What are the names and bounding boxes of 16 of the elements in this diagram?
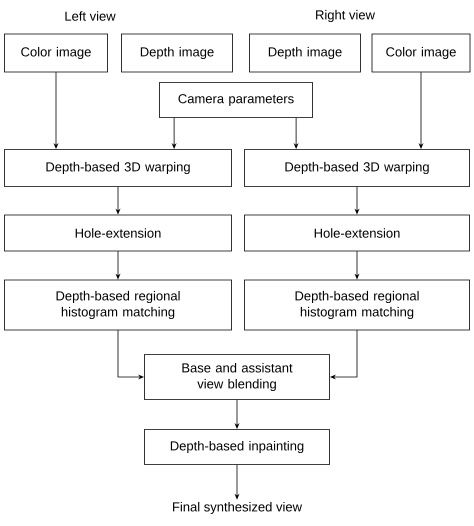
process-box: Depth image: [249, 34, 361, 72]
process-box: Depth image: [121, 34, 233, 72]
process-box: Depth-based 3D warping: [244, 149, 470, 187]
view-label: Left view: [65, 11, 116, 21]
process-box: Depth-based regional histogram matching: [4, 280, 232, 330]
process-box: Depth-based 3D warping: [4, 149, 232, 187]
process-box: Depth-based regional histogram matching: [244, 280, 470, 330]
process-box: Depth-based inpainting: [144, 429, 330, 465]
process-box: Base and assistant view blending: [144, 354, 330, 400]
process-box: Hole-extension: [244, 214, 470, 252]
process-box: Color image: [372, 34, 470, 72]
process-box: Camera parameters: [159, 82, 313, 118]
output-label: Final synthesized view: [173, 502, 302, 514]
process-box: Color image: [4, 34, 108, 72]
view-label: Right view: [316, 10, 375, 22]
process-box: Hole-extension: [4, 214, 232, 252]
